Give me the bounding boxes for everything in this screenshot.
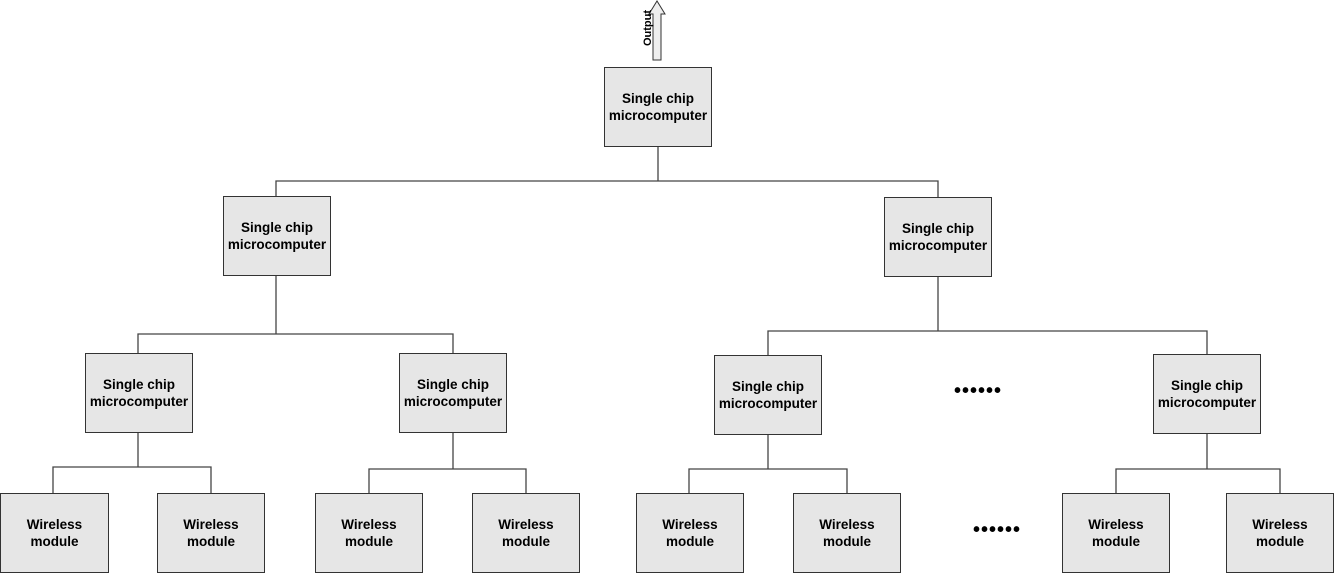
wireless-module-box: Wireless module — [1062, 493, 1170, 573]
connector-l1-left — [137, 333, 454, 353]
wireless-module-box: Wireless module — [157, 493, 265, 573]
output-arrow-icon — [648, 0, 666, 61]
mcu-box: Single chip microcomputer — [884, 197, 992, 277]
output-label: Output — [642, 9, 654, 47]
mcu-box: Single chip microcomputer — [1153, 354, 1261, 434]
wireless-module-box: Wireless module — [1226, 493, 1334, 573]
connector-l1-right — [767, 330, 1208, 355]
ellipsis-wireless: •••••• — [973, 519, 1022, 541]
wireless-module-box: Wireless module — [472, 493, 580, 573]
mcu-box: Single chip microcomputer — [399, 353, 507, 433]
wireless-module-box: Wireless module — [0, 493, 109, 573]
wireless-module-box: Wireless module — [315, 493, 423, 573]
mcu-box: Single chip microcomputer — [714, 355, 822, 435]
wireless-module-box: Wireless module — [793, 493, 901, 573]
mcu-box: Single chip microcomputer — [85, 353, 193, 433]
mcu-box: Single chip microcomputer — [223, 196, 331, 276]
connector-root — [275, 180, 939, 197]
wireless-module-box: Wireless module — [636, 493, 744, 573]
ellipsis-mcu: •••••• — [954, 380, 1003, 402]
root-mcu-box: Single chip microcomputer — [604, 67, 712, 147]
